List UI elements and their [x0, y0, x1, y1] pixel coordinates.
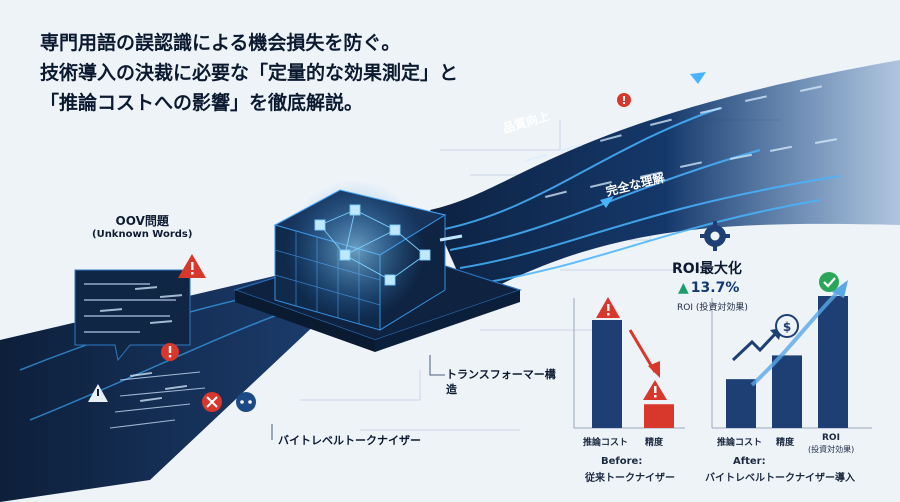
growth-swoosh-head — [832, 280, 848, 298]
roi-value: ▲13.7% — [678, 280, 739, 296]
byte-tokenizer-label: バイトレベルトークナイザー — [278, 434, 421, 447]
stream-text-glyph — [129, 371, 153, 377]
headline-line-1: 専門用語の誤認識による機会損失を防ぐ。 — [40, 32, 401, 54]
after-label-cost: 推論コスト — [717, 438, 763, 448]
bar-2 — [772, 355, 802, 428]
oov-label: OOV問題 (Unknown Words) — [92, 212, 192, 240]
gear-icon — [700, 221, 730, 251]
stream-text-glyph — [150, 320, 173, 324]
stream-flow-lines — [439, 107, 841, 286]
before-label-cost: 推論コスト — [583, 438, 629, 448]
roi-caption: ROI (投資対効果) — [677, 303, 748, 313]
oov-title: OOV問題 — [115, 214, 169, 228]
after-caption-2: バイトレベルトークナイザー導入 — [705, 473, 855, 484]
growth-swoosh — [750, 288, 842, 387]
stream-text-glyph — [99, 308, 123, 312]
stream-text-glyph — [730, 153, 752, 160]
close-circle-icon — [202, 392, 222, 412]
cube-output-arrow — [439, 234, 463, 242]
before-cost-warning-icon — [596, 297, 620, 318]
money-icon: $ — [775, 314, 799, 338]
label-leader-lines — [271, 355, 445, 440]
stream-text-glyph — [160, 294, 183, 298]
stream-text-glyph — [700, 107, 722, 114]
before-bar-chart — [573, 298, 685, 429]
up-arrow-icon: ▲ — [678, 280, 689, 296]
roi-title: ROI最大化 — [672, 261, 742, 277]
transformer-label: トランスフォーマー構造 — [446, 368, 556, 396]
arrow-blue-2-icon — [600, 196, 614, 208]
headline-line-3: 「推論コストへの影響」を徹底解説。 — [40, 92, 364, 114]
stream-text-glyph — [135, 286, 158, 290]
stream-text-glyph — [650, 118, 672, 126]
bar-2 — [644, 404, 674, 428]
stream-alert-icon — [617, 93, 631, 107]
svg-text:$: $ — [783, 320, 791, 334]
headline-line-2: 技術導入の決裁に必要な「定量的な効果測定」と — [40, 62, 459, 84]
after-bar-chart — [711, 296, 872, 429]
neural-network-nodes — [314, 204, 431, 286]
bubble-garbled-text-lines — [84, 283, 176, 333]
bar-1 — [726, 379, 756, 428]
before-caption-2: 従来トークナイザー — [585, 473, 675, 484]
after-caption-1: After: — [733, 456, 766, 467]
error-circle-icon — [161, 343, 179, 361]
oov-subtitle: (Unknown Words) — [92, 229, 193, 240]
stream-text-glyph — [745, 95, 767, 102]
after-label-roi: ROI — [822, 433, 840, 443]
arrow-blue-1-icon — [690, 72, 706, 84]
stream-text-glyph — [640, 171, 662, 178]
before-caption-1: Before: — [601, 456, 643, 467]
stream-text-glyph — [769, 145, 792, 152]
stream-text-glyph — [800, 85, 822, 92]
bar-1 — [592, 320, 622, 428]
stream-text-glyph — [545, 190, 567, 198]
after-label-roi-sub: (投資対効果) — [808, 445, 855, 454]
before-label-precision: 精度 — [645, 438, 664, 448]
lower-garbled-text-lines — [109, 371, 206, 429]
bar-3 — [818, 296, 848, 428]
platform-side-right — [375, 290, 520, 352]
stream-text-glyph — [525, 153, 547, 162]
stream-text-glyph — [560, 143, 582, 152]
headline: 専門用語の誤認識による機会損失を防ぐ。 技術導入の決裁に必要な「定量的な効果測定… — [40, 28, 470, 118]
warning-small-icon — [88, 384, 108, 402]
check-circle-icon — [819, 272, 839, 292]
stream-text-glyph — [815, 138, 838, 144]
after-label-precision: 精度 — [776, 438, 795, 448]
stream-text-glyph — [590, 181, 612, 188]
stream-text-glyph — [600, 134, 622, 142]
platform-side — [235, 290, 375, 352]
before-precision-warning-icon — [643, 380, 667, 400]
stream-text-glyph — [165, 384, 188, 390]
roi-value-text: 13.7% — [690, 280, 740, 296]
more-dots-icon — [236, 392, 256, 412]
rising-trend-line — [731, 331, 778, 362]
stream-text-glyph — [139, 396, 163, 402]
decline-arrow-head — [648, 361, 660, 378]
warning-triangle-icon — [178, 254, 206, 278]
stream-text-glyph — [679, 161, 702, 168]
oov-speech-bubble — [74, 269, 191, 362]
